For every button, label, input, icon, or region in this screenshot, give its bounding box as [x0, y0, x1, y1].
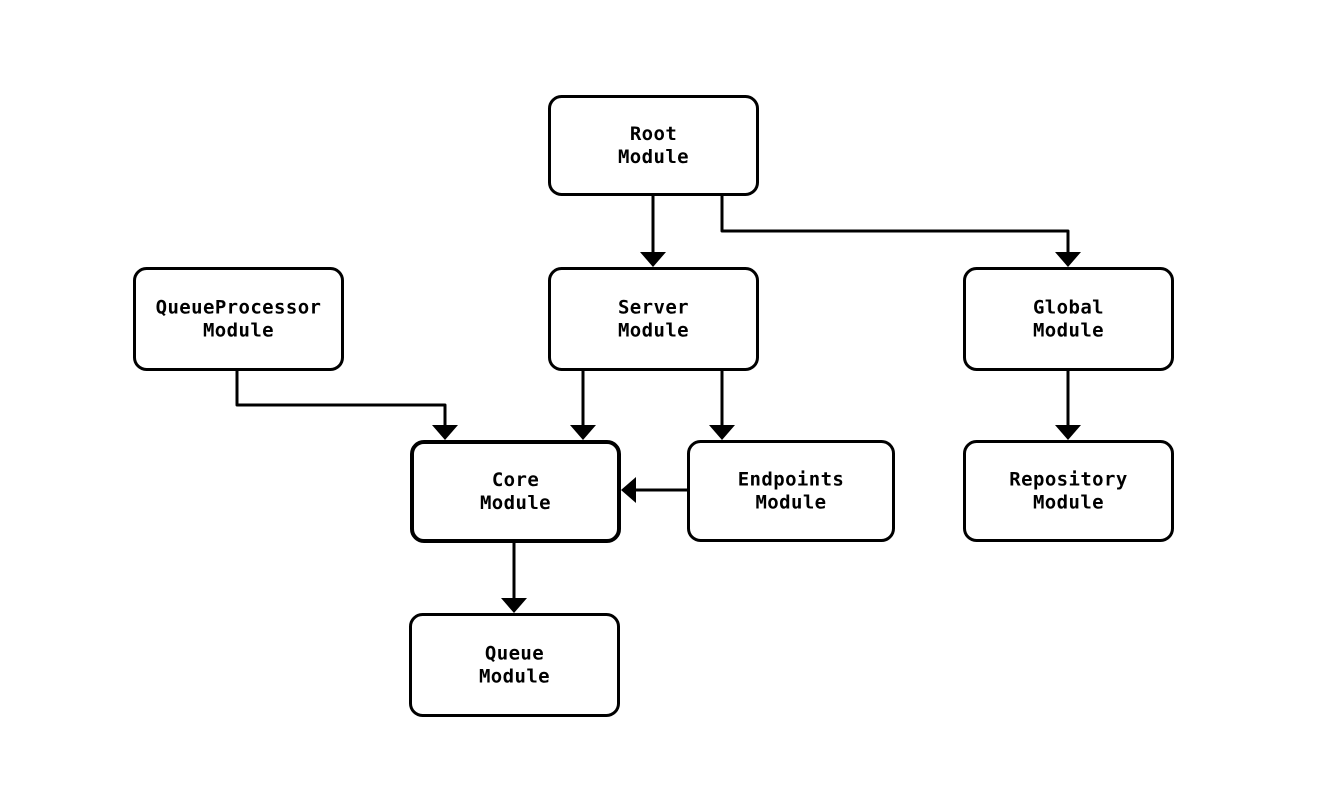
edge-server-to-core: [570, 371, 596, 440]
edge-server-to-endpoints: [709, 371, 735, 440]
node-label-line2: Module: [755, 492, 826, 514]
node-label-line2: Module: [203, 320, 274, 342]
node-box[interactable]: [687, 440, 895, 542]
node-label-line1: Server: [618, 297, 689, 319]
arrow-head-icon: [432, 425, 458, 440]
node-label-line2: Module: [1033, 320, 1104, 342]
arrow-head-icon: [621, 477, 636, 503]
edge-root-to-server: [640, 196, 666, 267]
edge-core-to-queue: [501, 543, 527, 613]
node-label-line1: Global: [1033, 297, 1104, 319]
edge-line: [720, 196, 1070, 258]
node-label-line2: Module: [618, 320, 689, 342]
node-label-line1: Core: [492, 469, 539, 491]
node-box[interactable]: [133, 267, 344, 371]
node-label-line2: Module: [618, 146, 689, 168]
node-label-line1: Repository: [1009, 469, 1127, 491]
arrow-head-icon: [501, 598, 527, 613]
arrow-head-icon: [570, 425, 596, 440]
node-label-line2: Module: [479, 666, 550, 688]
node-box[interactable]: [548, 95, 759, 196]
node-label-line1: QueueProcessor: [156, 297, 322, 319]
arrow-head-icon: [709, 425, 735, 440]
arrow-head-icon: [1055, 425, 1081, 440]
arrow-head-icon: [640, 252, 666, 267]
edge-line: [235, 371, 447, 431]
node-label-line2: Module: [1033, 492, 1104, 514]
node-label-line1: Queue: [485, 643, 544, 665]
edge-global-to-repository: [1055, 371, 1081, 440]
arrow-head-icon: [1055, 252, 1081, 267]
node-box[interactable]: [548, 267, 759, 371]
edge-endpoints-to-core: [621, 477, 687, 503]
node-label-line1: Endpoints: [738, 469, 845, 491]
edge-root-to-global: [720, 196, 1081, 267]
node-label-line2: Module: [480, 492, 551, 514]
node-box[interactable]: [409, 613, 620, 717]
node-box[interactable]: [410, 440, 621, 543]
node-label-line1: Root: [630, 123, 677, 145]
edge-queueprocessor-to-core: [235, 371, 458, 440]
nodes-layer: RootModuleQueueProcessorModuleServerModu…: [133, 95, 1174, 717]
edges-layer: [235, 196, 1081, 613]
node-box[interactable]: [963, 440, 1174, 542]
node-box[interactable]: [963, 267, 1174, 371]
